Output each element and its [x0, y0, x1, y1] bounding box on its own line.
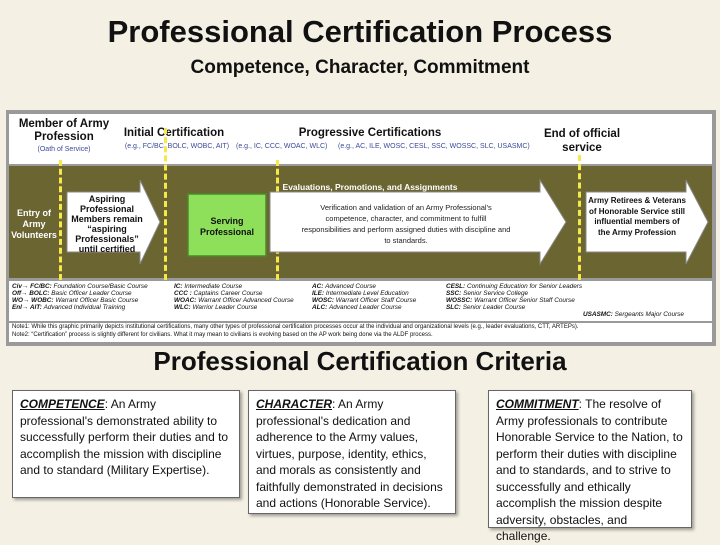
legend-item: CCC : Captains Career Course — [174, 290, 263, 297]
criterion-text: : The resolve of Army professionals to c… — [496, 397, 683, 543]
evaluations-label: Evaluations, Promotions, and Assignments — [282, 182, 458, 192]
legend-item: AC: Advanced Course — [312, 283, 376, 290]
legend-col-2: IC: Intermediate Course CCC : Captains C… — [174, 283, 294, 311]
page-subtitle: Competence, Character, Commitment — [190, 57, 530, 78]
legend-item: CESL: Continuing Education for Senior Le… — [446, 283, 583, 290]
verification-text: Verification and validation of an Army P… — [301, 203, 511, 245]
legend-item: IC: Intermediate Course — [174, 283, 243, 290]
legend-item: ILE: Intermediate Level Education — [312, 290, 409, 297]
legend-item: ALC: Advanced Leader Course — [312, 304, 402, 311]
commitment-box: COMMITMENT: The resolve of Army professi… — [488, 390, 692, 543]
legend-item: Off→ BOLC: Basic Officer Leader Course — [12, 290, 132, 297]
legend-item: WOSSC: Warrant Officer Senior Staff Cour… — [446, 297, 575, 304]
serving-box — [187, 193, 267, 257]
legend-item: Enl→ AIT: Advanced Individual Training — [12, 304, 126, 311]
serving-label: Serving Professional — [199, 216, 255, 237]
criteria-title: Professional Certification Criteria — [153, 346, 567, 376]
criterion-term: COMPETENCE — [20, 397, 105, 411]
member-note: (Oath of Service) — [37, 146, 91, 153]
retirees-arrow — [585, 179, 709, 265]
legend-item: WOSC: Warrant Officer Staff Course — [312, 297, 417, 304]
progressive-example-2: (e.g., AC, ILE, WOSC, CESL, SSC, WOSSC, … — [338, 143, 530, 150]
legend-item: Civ→ FC/BC: Foundation Course/Basic Cour… — [12, 283, 148, 290]
criterion-term: CHARACTER — [256, 397, 332, 411]
page-title: Professional Certification Process — [107, 14, 613, 49]
note-2: Note2: “Certification” process is slight… — [12, 332, 433, 338]
verification-arrow — [269, 178, 567, 266]
milestone-line — [59, 160, 62, 280]
progressive-example-1: (e.g., IC, CCC, WOAC, WLC) — [236, 143, 328, 150]
aspiring-label: Aspiring Professional Members remain “as… — [71, 194, 143, 254]
milestone-line — [164, 128, 167, 280]
legend-col-1: Civ→ FC/BC: Foundation Course/Basic Cour… — [12, 283, 148, 311]
criterion-term: COMMITMENT — [496, 397, 579, 411]
legend-item-usasmc: USASMC: Sergeants Major Course — [583, 311, 684, 318]
legend-col-4: CESL: Continuing Education for Senior Le… — [446, 283, 582, 311]
criterion-text: : An Army professional's demonstrated ab… — [20, 397, 229, 477]
character-box: CHARACTER: An Army professional's dedica… — [248, 390, 456, 514]
legend-item: SLC: Senior Leader Course — [446, 304, 526, 311]
header-band — [9, 114, 712, 164]
aspiring-arrow — [66, 179, 161, 265]
member-header: Member of Army Profession — [18, 118, 110, 143]
note-1: Note1: While this graphic primarily depi… — [12, 324, 579, 330]
abbreviation-legend — [9, 281, 712, 321]
competence-box: COMPETENCE: An Army professional's demon… — [12, 390, 240, 498]
legend-item: WO→ WOBC: Warrant Officer Basic Course — [12, 297, 139, 304]
notes-box — [9, 323, 712, 342]
criterion-text: : An Army professional's dedication and … — [256, 397, 443, 510]
legend-item: WLC: Warrior Leader Course — [174, 304, 258, 311]
milestone-line — [578, 155, 581, 280]
legend-item: SSC: Senior Service College — [446, 290, 529, 297]
entry-label: Entry of Army Volunteers — [11, 208, 57, 240]
retirees-label: Army Retirees & Veterans of Honorable Se… — [588, 196, 686, 237]
progressive-header: Progressive Certifications — [298, 127, 442, 139]
end-header: End of official service — [543, 128, 621, 154]
legend-col-3: AC: Advanced Course ILE: Intermediate Le… — [312, 283, 416, 311]
legend-item: WOAC: Warrant Officer Advanced Course — [174, 297, 294, 304]
initial-example: (e.g., FC/BC, BOLC, WOBC, AIT) — [124, 143, 230, 150]
initial-header: Initial Certification — [123, 127, 225, 139]
